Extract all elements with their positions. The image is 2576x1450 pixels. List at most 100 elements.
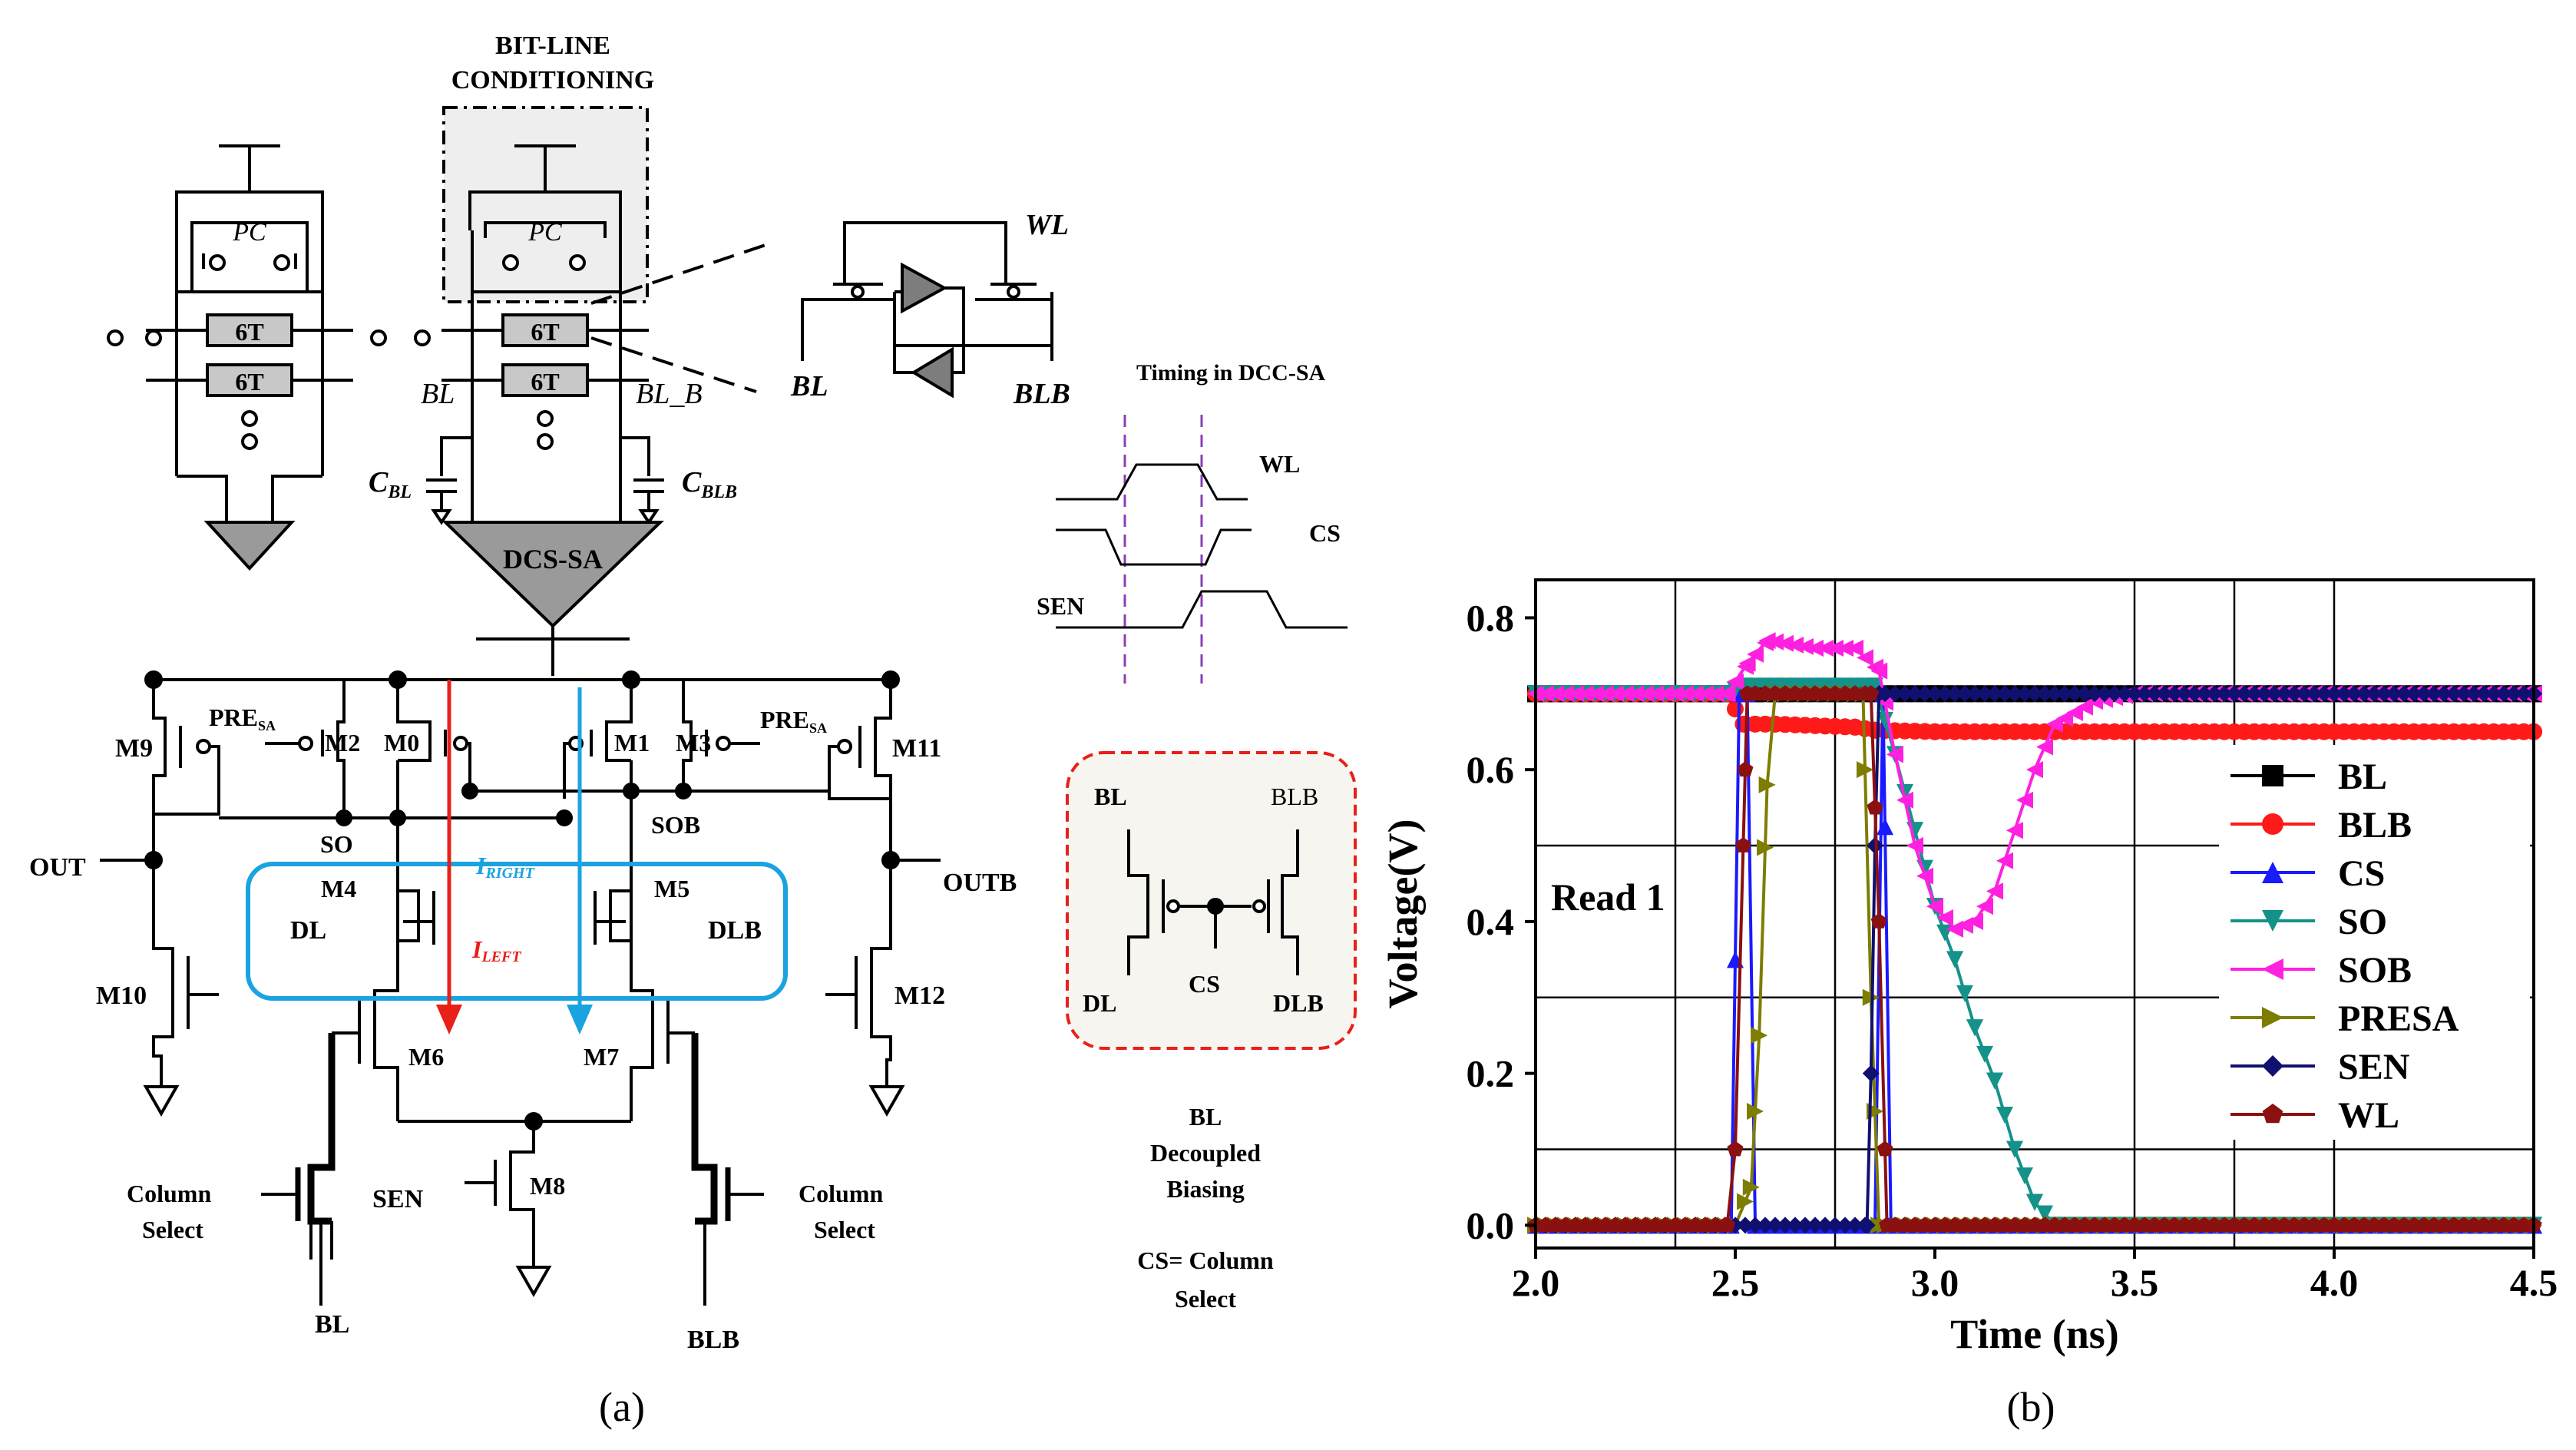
data-point — [2006, 822, 2023, 839]
data-point — [1727, 673, 1744, 690]
data-point — [2262, 813, 2283, 835]
data-point — [2475, 685, 2492, 703]
legend-label: SOB — [2338, 950, 2412, 991]
data-point — [1879, 1217, 1896, 1233]
data-point — [1687, 685, 1704, 703]
data-point — [2066, 685, 2083, 703]
data-point — [1870, 912, 1887, 929]
data-point — [1946, 920, 1963, 938]
data-point — [1887, 746, 1903, 763]
data-point — [1870, 662, 1888, 680]
data-point — [1797, 1217, 1814, 1234]
data-point — [1966, 912, 1983, 930]
data-point — [1862, 1064, 1880, 1082]
cell-6t-label: 6T — [235, 318, 263, 346]
sen-label: SEN — [372, 1185, 424, 1213]
data-point — [2076, 698, 2093, 716]
data-point — [1719, 1217, 1736, 1233]
data-point — [1739, 685, 1756, 701]
data-point — [1817, 639, 1834, 657]
data-point — [1827, 639, 1844, 657]
data-point — [1737, 1217, 1754, 1234]
data-point — [2416, 685, 2432, 703]
inset-dlb-label: DLB — [1273, 989, 1324, 1017]
cell-6t-label: 6T — [235, 368, 263, 396]
data-point — [2246, 685, 2263, 703]
cell-blb-label: BLB — [1013, 378, 1070, 410]
panel-a-caption: (a) — [599, 1384, 645, 1430]
legend-label: SEN — [2338, 1047, 2410, 1088]
data-point — [2156, 685, 2173, 703]
data-point — [1657, 685, 1674, 703]
data-point — [1577, 685, 1594, 703]
col-select-right-line2: Select — [814, 1216, 875, 1243]
x-tick-label: 4.5 — [2510, 1261, 2558, 1304]
m12-label: M12 — [894, 982, 945, 1010]
data-point — [2066, 704, 2083, 722]
m5-label: M5 — [654, 875, 689, 902]
decoupled-line2: Decoupled — [1150, 1139, 1261, 1167]
data-point — [1896, 685, 1913, 703]
data-point — [1567, 685, 1584, 703]
m3-label: M3 — [676, 729, 711, 756]
data-point — [1926, 898, 1943, 915]
data-point — [2206, 685, 2223, 703]
y-tick-label: 0.0 — [1467, 1203, 1515, 1246]
legend-label: CS — [2338, 853, 2385, 894]
data-point — [2262, 1104, 2283, 1124]
m1-label: M1 — [614, 729, 650, 756]
x-tick-label: 3.0 — [1911, 1261, 1959, 1304]
outb-label: OUTB — [943, 869, 1017, 897]
m11-label: M11 — [892, 734, 941, 763]
data-point — [1637, 685, 1654, 703]
data-point — [1976, 898, 1993, 915]
inset-dl-label: DL — [1083, 989, 1116, 1017]
bitline-title-line1: BIT-LINE — [495, 31, 610, 60]
data-point — [1742, 1178, 1760, 1196]
out-label: OUT — [29, 853, 86, 882]
data-point — [1751, 1027, 1768, 1044]
data-point — [1807, 1217, 1824, 1234]
data-point — [2086, 685, 2103, 703]
data-point — [2226, 685, 2243, 703]
data-point — [1863, 685, 1880, 701]
data-point — [1827, 1217, 1844, 1234]
data-point — [2056, 710, 2073, 727]
data-point — [2262, 910, 2283, 932]
data-point — [1877, 694, 1893, 711]
data-point — [1747, 1103, 1764, 1121]
data-point — [1996, 1106, 2013, 1124]
data-point — [2406, 685, 2422, 703]
data-point — [2056, 685, 2073, 703]
panel-a-circuit: PC 6T 6T — [29, 31, 1357, 1430]
data-point — [1587, 685, 1604, 703]
bottom-bl-label: BL — [315, 1310, 349, 1339]
timing-diagram — [1056, 415, 1348, 684]
data-point — [2036, 1205, 2053, 1223]
data-point — [1817, 1217, 1834, 1234]
pre-sa-left-label: PRESA — [209, 703, 276, 733]
data-point — [1896, 791, 1913, 809]
data-point — [1797, 637, 1814, 655]
data-point — [2426, 685, 2442, 703]
data-point — [2026, 1193, 2043, 1211]
m4-label: M4 — [321, 875, 356, 902]
data-point — [1877, 818, 1893, 836]
data-point — [1867, 799, 1883, 815]
data-point — [2146, 685, 2163, 703]
data-point — [1896, 783, 1913, 801]
cell-6t-label: 6T — [531, 318, 559, 346]
data-point — [1757, 1217, 1774, 1234]
data-point — [1906, 837, 1923, 855]
data-point — [1537, 685, 1554, 703]
bottom-blb-label: BLB — [687, 1326, 739, 1354]
decoupled-line3: Biasing — [1166, 1175, 1244, 1203]
x-tick-label: 2.5 — [1711, 1261, 1760, 1304]
x-tick-label: 2.0 — [1512, 1261, 1560, 1304]
data-point — [1916, 867, 1933, 885]
sob-label: SOB — [651, 811, 700, 839]
data-point — [2376, 685, 2392, 703]
data-point — [2262, 1007, 2283, 1028]
